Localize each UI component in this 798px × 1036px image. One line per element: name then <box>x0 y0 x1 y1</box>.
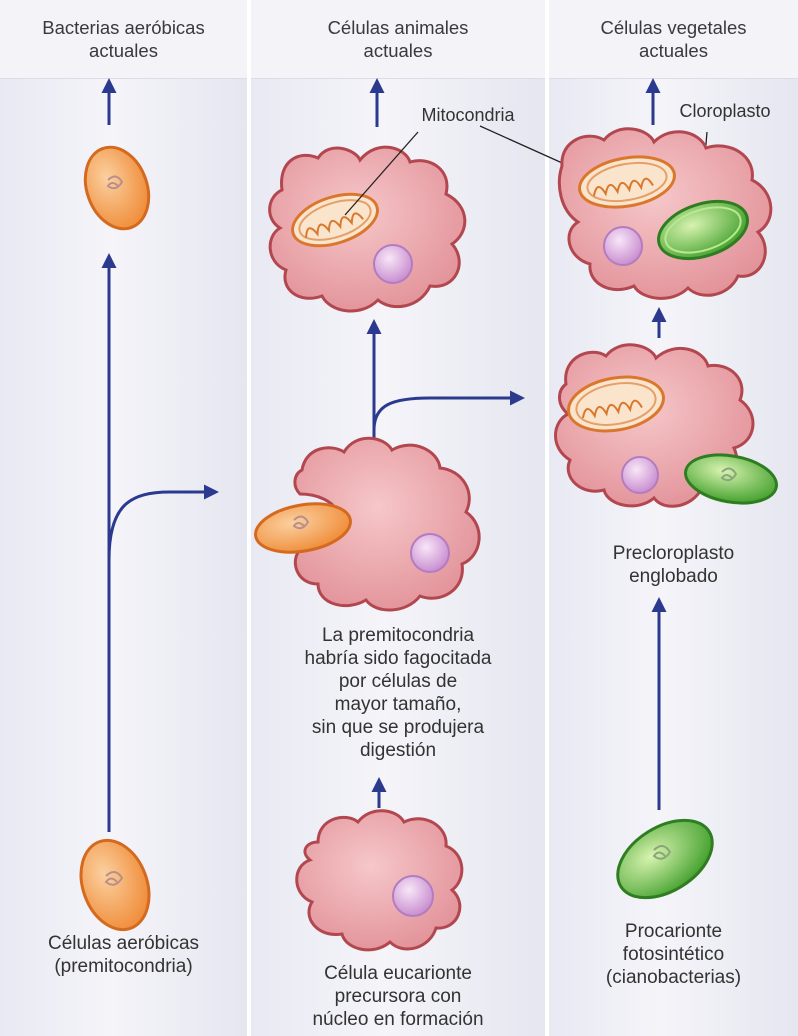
caption-cyanobacteria: Procarionte fotosintético (cianobacteria… <box>549 920 798 989</box>
callout-cloroplasto: Cloroplasto <box>652 100 798 123</box>
caption-prechloroplast: Precloroplasto englobado <box>549 542 798 588</box>
callout-mitocondria: Mitocondria <box>388 104 548 127</box>
aerobic-bacterium-bottom <box>69 831 161 939</box>
eukaryote-precursor-cell <box>297 811 462 950</box>
nucleus <box>622 457 658 493</box>
header-aerobic-bacteria: Bacterias aeróbicas actuales <box>0 16 247 62</box>
caption-precursor-cell: Célula eucarionte precursora con núcleo … <box>251 962 545 1031</box>
arrow-branch-to-animal <box>109 492 216 560</box>
nucleus <box>604 227 642 265</box>
header-plant-cells: Células vegetales actuales <box>549 16 798 62</box>
caption-aerobic-cells: Células aeróbicas (premitocondria) <box>0 932 247 978</box>
forming-nucleus <box>393 876 433 916</box>
nucleus <box>411 534 449 572</box>
header-animal-cells: Células animales actuales <box>251 16 545 62</box>
nucleus <box>374 245 412 283</box>
plant-cell-current <box>559 129 770 299</box>
cyanobacterium <box>604 804 726 913</box>
arrow-branch-to-plant <box>374 398 522 430</box>
caption-engulfment: La premitocondria habría sido fagocitada… <box>251 624 545 762</box>
animal-cell-current <box>270 147 465 311</box>
aerobic-bacterium-top <box>74 138 159 237</box>
